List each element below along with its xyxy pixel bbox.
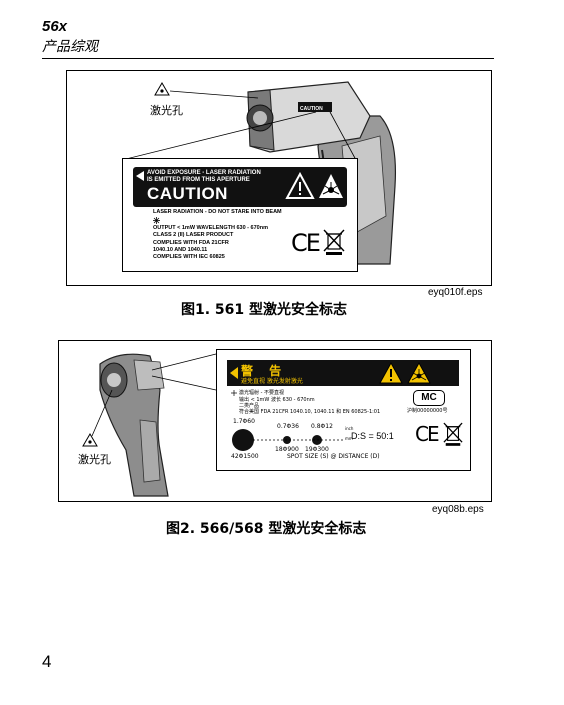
unit-mm: mm — [345, 436, 353, 441]
label-line-6: COMPLIES WITH IEC 60825 — [153, 254, 225, 260]
laser-hazard-icon — [407, 362, 431, 384]
gun-caution-text: CAUTION — [300, 106, 323, 112]
spot-5: 19Φ300 — [305, 446, 329, 453]
laser-warning-icon-fig2 — [82, 433, 98, 447]
spot-1: 1.7Φ60 — [233, 418, 255, 425]
warning-label: 警 告 避免直视 激光发射激光 激光辐射 - 不要直视 输出 < 1mW 波长 … — [216, 349, 471, 471]
callout-lines-fig1 — [121, 111, 357, 161]
warning-line-1: AVOID EXPOSURE - LASER RADIATION — [147, 170, 261, 176]
laser-burst-icon — [231, 390, 237, 396]
warning-triangle-icon — [379, 362, 403, 384]
aperture-label: 激光孔 — [150, 104, 183, 117]
laser-hazard-icon — [319, 174, 343, 198]
thermometer-drawing-fig2 — [99, 353, 169, 497]
laser-warning-icon — [154, 82, 170, 96]
mc-mark: MC — [413, 390, 445, 406]
model-title: 56x — [42, 18, 68, 35]
warning-lines: AVOID EXPOSURE - LASER RADIATION IS EMIT… — [147, 170, 261, 184]
warning-title: 警 告 — [241, 364, 288, 378]
figure1-eps: eyq010f.eps — [428, 287, 483, 298]
caution-label: AVOID EXPOSURE - LASER RADIATION IS EMIT… — [122, 158, 358, 272]
warning-triangle-icon — [285, 172, 315, 199]
weee-bin-icon — [443, 422, 463, 446]
caution-word: CAUTION — [147, 184, 228, 203]
figure2-caption: 图2. 566/568 型激光安全标志 — [166, 521, 367, 537]
spot-4: 18Φ900 — [275, 446, 299, 453]
spot-2: 0.7Φ36 — [277, 423, 299, 430]
aperture-label-fig2: 激光孔 — [78, 453, 111, 466]
laser-burst-icon — [153, 217, 160, 224]
section-subtitle: 产品综观 — [42, 39, 98, 55]
aperture-leader-line-fig2 — [91, 389, 113, 437]
arrow-left-icon — [136, 171, 144, 181]
label-line-2: 输出 < 1mW 波长 630 - 670nm — [239, 397, 315, 403]
label-line-1: 激光辐射 - 不要直视 — [239, 390, 284, 396]
figure2-eps: eyq08b.eps — [432, 504, 484, 515]
caution-banner: AVOID EXPOSURE - LASER RADIATION IS EMIT… — [133, 167, 347, 207]
label-line-2: OUTPUT < 1mW WAVELENGTH 630 - 670nm — [153, 225, 268, 231]
aperture-leader-line — [170, 90, 259, 99]
label-line-3: 二类产品 — [239, 403, 260, 409]
ce-mark: CE — [415, 422, 440, 446]
page-number: 4 — [42, 652, 52, 671]
label-line-3: CLASS 2 (II) LASER PRODUCT — [153, 232, 234, 238]
warning-banner: 警 告 避免直视 激光发射激光 — [227, 360, 459, 386]
callout-lines-fig2 — [151, 353, 217, 391]
header-rule — [42, 58, 494, 59]
ds-ratio: D:S = 50:1 — [351, 431, 394, 441]
spot-3: 0.8Φ12 — [311, 423, 333, 430]
arrow-left-icon — [230, 367, 238, 379]
warning-subtitle: 避免直视 激光发射激光 — [241, 378, 303, 385]
spot-size-caption: SPOT SIZE (S) @ DISTANCE (D) — [287, 453, 380, 460]
spot-6: 42Φ1500 — [231, 453, 259, 460]
spot-size-diagram — [232, 429, 343, 451]
figure1-caption: 图1. 561 型激光安全标志 — [181, 302, 348, 318]
warning-line-2: IS EMITTED FROM THIS APERTURE — [147, 177, 250, 183]
label-line-4: 符合美国 FDA 21CFR 1040.10, 1040.11 和 EN 608… — [239, 409, 381, 415]
label-line-5: 1040.10 AND 1040.11 — [153, 247, 208, 253]
label-line-4: COMPLIES WITH FDA 21CFR — [153, 240, 229, 246]
mc-code: 沪制00000000号 — [407, 408, 448, 414]
label-line-1: LASER RADIATION - DO NOT STARE INTO BEAM — [153, 209, 282, 215]
unit-inch: inch — [345, 426, 354, 431]
weee-bin-icon — [323, 229, 345, 255]
ce-mark: CE — [291, 229, 321, 257]
